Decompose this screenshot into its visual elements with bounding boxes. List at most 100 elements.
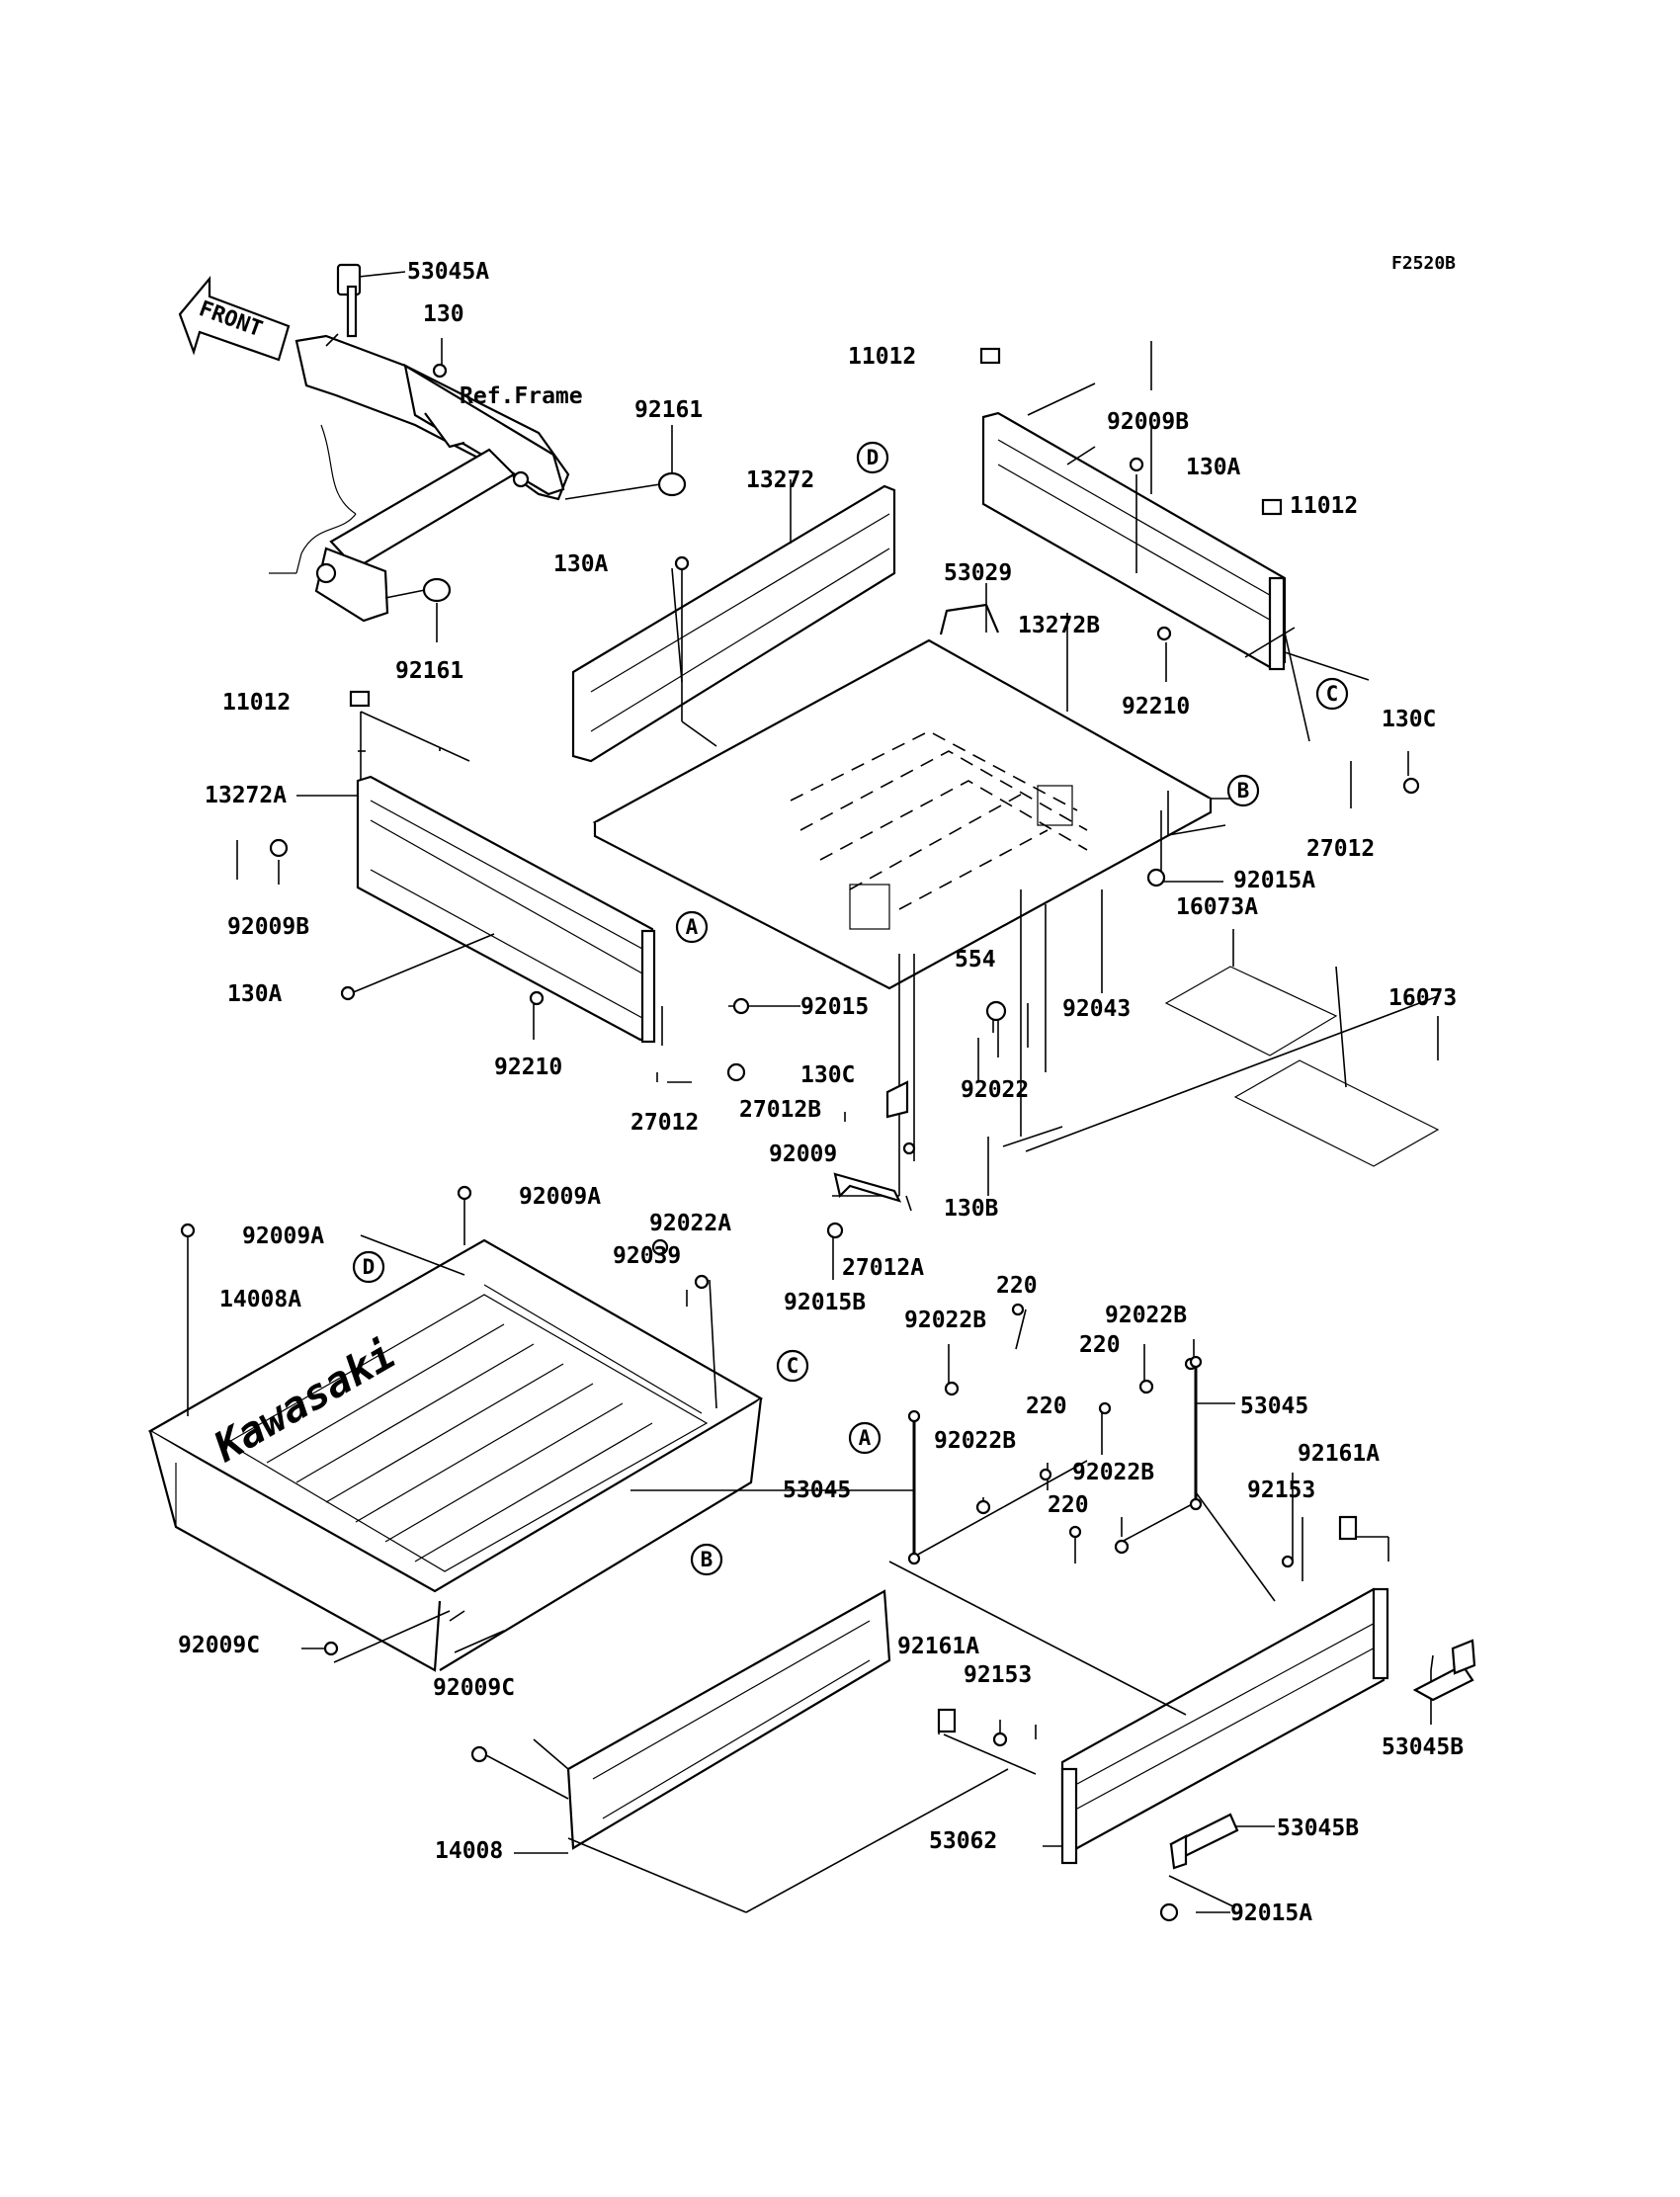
ref-letter-b-lower: B [701, 1548, 714, 1571]
part-label-130c-left: 130C [800, 1062, 855, 1088]
part-label-92009a-upper: 92009A [519, 1184, 601, 1210]
part-label-220-2: 220 [1079, 1332, 1121, 1358]
mat-16073 [1233, 1059, 1440, 1167]
fasteners [180, 363, 1420, 1922]
part-label-130a-center: 130A [553, 551, 609, 577]
cap-92161-upper [657, 471, 687, 497]
part-label-53045-right: 53045 [1240, 1394, 1308, 1419]
part-label-13272a: 13272A [205, 783, 287, 808]
bracket-27012a [833, 1172, 902, 1203]
part-label-53062: 53062 [929, 1828, 997, 1854]
ref-letter-a-lower: A [859, 1426, 872, 1450]
part-label-92161-upper: 92161 [634, 397, 703, 423]
part-label-14008a: 14008A [219, 1287, 301, 1312]
tailgate-liner-14008 [566, 1589, 891, 1850]
part-label-53045a: 53045A [407, 259, 489, 285]
part-label-11012-left: 11012 [222, 690, 291, 716]
part-label-92009c-upper: 92009C [178, 1633, 260, 1658]
part-label-130a-left: 130A [227, 981, 283, 1007]
part-label-27012-right: 27012 [1306, 836, 1375, 862]
part-label-554: 554 [955, 947, 996, 972]
part-label-92009: 92009 [769, 1141, 837, 1167]
rubber-92161a-right [1338, 1515, 1358, 1541]
part-label-92022b-3: 92022B [934, 1428, 1016, 1454]
reference-frame [269, 334, 570, 623]
part-label-92161a-left: 92161A [897, 1634, 979, 1659]
ref-marker-b-right [1226, 774, 1260, 807]
part-label-92039: 92039 [613, 1243, 681, 1269]
part-label-53045b-center: 53045B [1277, 1816, 1359, 1841]
part-label-130c-right: 130C [1382, 707, 1436, 732]
part-label-92015a-upper: 92015A [1233, 868, 1315, 893]
ref-marker-c-right [1315, 677, 1349, 711]
part-label-13272: 13272 [746, 467, 814, 493]
part-label-92022b-4: 92022B [1072, 1460, 1154, 1485]
tailgate-53062 [1060, 1587, 1389, 1865]
part-label-53045-left: 53045 [783, 1478, 851, 1503]
part-label-11012-top: 11012 [848, 344, 916, 370]
ref-letter-c-lower: C [787, 1354, 799, 1378]
left-side-panel-13272a [356, 775, 656, 1044]
part-label-92210-left: 92210 [494, 1055, 562, 1080]
part-label-220-3: 220 [1026, 1394, 1067, 1419]
ref-letter-c-right: C [1326, 682, 1339, 706]
ref-letter-b-right: B [1237, 779, 1250, 803]
ref-marker-d-lower [352, 1250, 385, 1284]
part-label-14008: 14008 [435, 1838, 503, 1864]
cap-11012-right [1261, 498, 1283, 516]
part-label-92022b-2: 92022B [1105, 1303, 1187, 1328]
part-label-92210-right: 92210 [1122, 694, 1190, 719]
part-label-92153-left: 92153 [964, 1662, 1032, 1688]
front-arrow: FRONT [178, 275, 291, 362]
reference-markers: D C B A D C A B [352, 441, 1349, 1576]
latch-53045b-center [1169, 1813, 1239, 1870]
part-label-13272b: 13272B [1018, 613, 1100, 638]
cap-11012-top [979, 347, 1001, 365]
part-label-92161-lower: 92161 [395, 658, 463, 684]
part-label-92015a-lower: 92015A [1230, 1901, 1312, 1926]
part-label-92015b: 92015B [784, 1290, 866, 1315]
diagram-code: F2520B [1391, 253, 1456, 274]
part-label-92022: 92022 [961, 1077, 1029, 1103]
part-label-220-1: 220 [996, 1273, 1038, 1299]
part-label-92009a-lower: 92009A [242, 1224, 324, 1249]
part-label-92009b-left: 92009B [227, 914, 309, 940]
part-label-53045b-right: 53045B [1382, 1734, 1464, 1760]
underbody-frame-dashed [790, 730, 1088, 930]
bracket-27012b [885, 1080, 909, 1119]
part-label-92015: 92015 [800, 994, 869, 1020]
part-label-16073a: 16073A [1176, 894, 1258, 920]
part-label-92022b-1: 92022B [904, 1308, 986, 1333]
part-label-220-4: 220 [1048, 1492, 1089, 1518]
ref-marker-d-top [856, 441, 889, 474]
cargo-bed-liner-14008a: Kawasaki [147, 1238, 764, 1672]
part-label-92161a-right: 92161A [1298, 1441, 1380, 1467]
mat-16073a [1164, 966, 1338, 1056]
ref-letter-a-left: A [686, 915, 699, 939]
part-label-11012-right: 11012 [1290, 493, 1358, 519]
part-label-92022a: 92022A [649, 1211, 731, 1236]
part-label-16073: 16073 [1388, 985, 1457, 1011]
ref-letter-d-lower: D [363, 1255, 376, 1279]
rear-rail-13272 [571, 484, 896, 763]
part-label-92043: 92043 [1062, 996, 1131, 1022]
part-label-130b: 130B [944, 1196, 999, 1222]
ref-marker-a-lower [848, 1421, 882, 1455]
ref-frame-label: Ref.Frame [460, 383, 583, 409]
part-number-labels: 53045A 130 92161 92161 11012 92009B 130A… [178, 259, 1464, 1926]
part-label-92009c-lower: 92009C [433, 1675, 515, 1701]
part-label-27012-left: 27012 [630, 1110, 699, 1136]
cap-11012-left [349, 690, 371, 708]
part-label-27012a: 27012A [842, 1255, 924, 1281]
part-label-92009b-top: 92009B [1107, 409, 1189, 435]
key-53045a [336, 263, 406, 338]
latch-53045b-right [1412, 1639, 1476, 1702]
part-label-53029: 53029 [944, 560, 1012, 586]
ref-marker-a-left [675, 910, 709, 944]
support-cables-53045 [907, 1355, 1203, 1565]
ref-marker-c-lower [776, 1349, 809, 1383]
part-label-92153-right: 92153 [1247, 1478, 1315, 1503]
part-label-130: 130 [423, 301, 464, 327]
ref-marker-b-lower [690, 1543, 723, 1576]
